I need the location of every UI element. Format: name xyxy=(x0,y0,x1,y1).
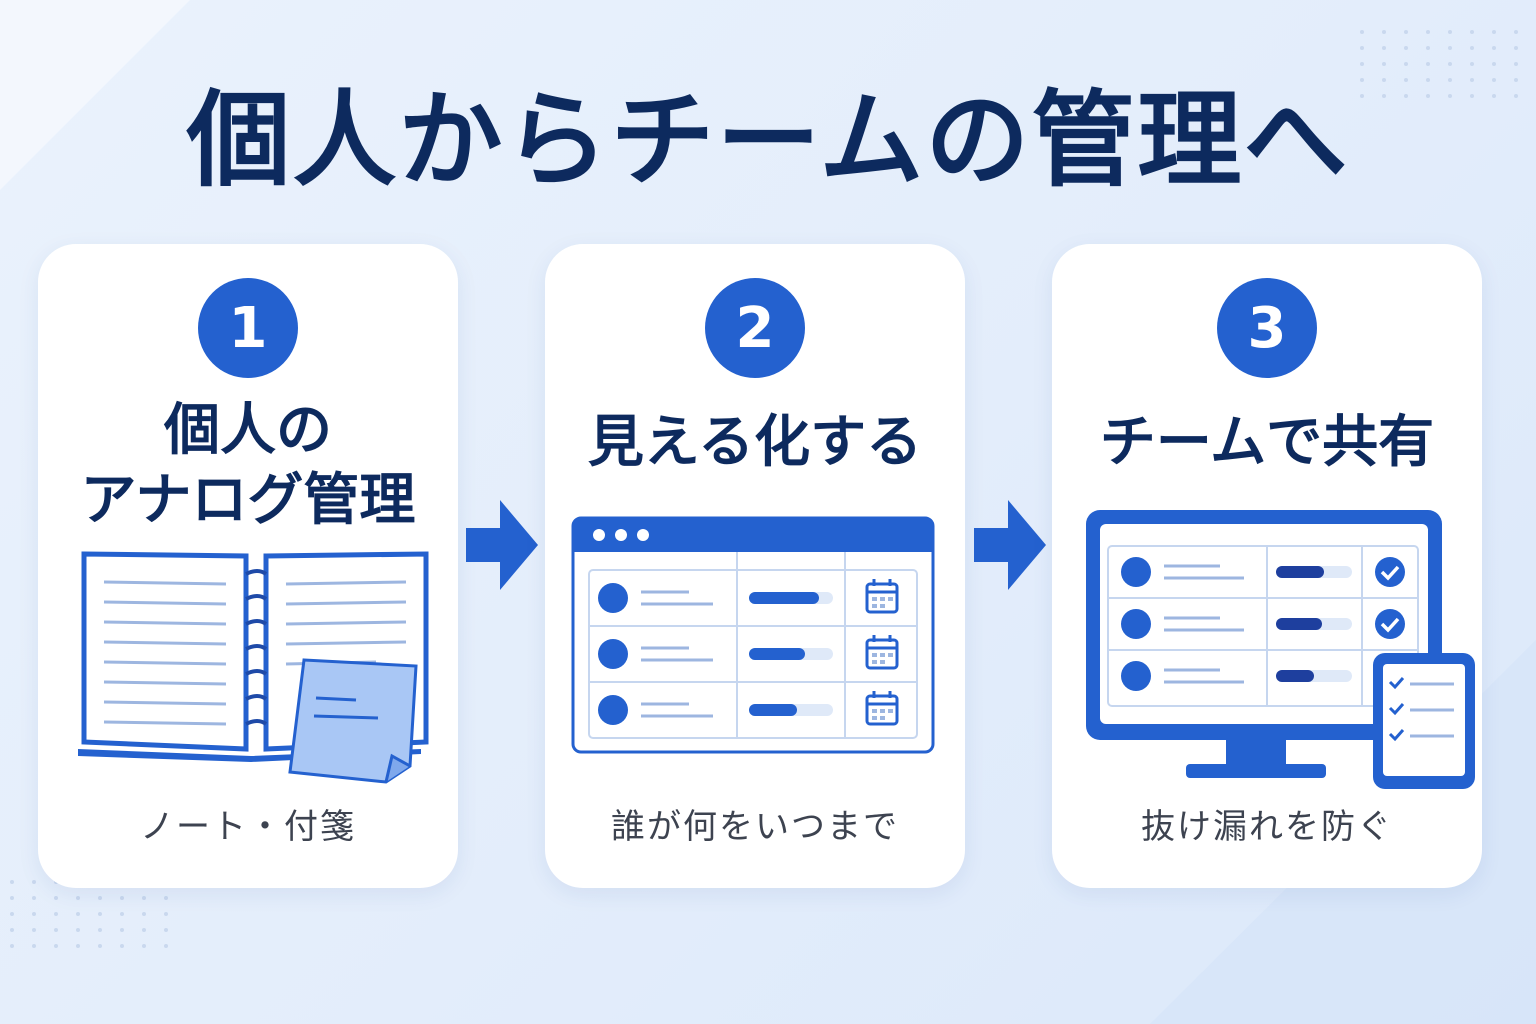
arrow-right-icon xyxy=(466,500,538,590)
step-title: 見える化する xyxy=(587,410,923,475)
step-title-line1: 個人の xyxy=(164,398,332,463)
step-card-1: 1 個人の アナログ管理 ノート・付箋 xyxy=(38,244,458,888)
dot-pattern-top-right xyxy=(1360,30,1524,98)
check-circle-icon xyxy=(1375,557,1405,639)
step-number-badge: 3 xyxy=(1217,278,1317,378)
step-caption: 抜け漏れを防ぐ xyxy=(1141,807,1393,847)
step-card-3: 3 チームで共有 xyxy=(1052,244,1482,888)
sticky-note-icon xyxy=(288,658,418,784)
step-caption: 誰が何をいつまで xyxy=(611,807,899,847)
tablet-checklist-icon xyxy=(1373,653,1475,789)
calendar-icon xyxy=(865,579,899,726)
step-title: チームで共有 xyxy=(1099,410,1435,475)
dot-pattern-bottom-left xyxy=(10,880,174,948)
arrow-right-icon xyxy=(974,500,1046,590)
step-card-2: 2 見える化する xyxy=(545,244,965,888)
page-title: 個人からチームの管理へ xyxy=(186,79,1350,201)
step-caption: ノート・付箋 xyxy=(140,807,356,847)
step-number-badge: 2 xyxy=(705,278,805,378)
step-number-badge: 1 xyxy=(198,278,298,378)
step-title-line2: アナログ管理 xyxy=(80,468,416,533)
dashboard-window-icon xyxy=(571,516,935,754)
monitor-icon xyxy=(1086,510,1442,778)
